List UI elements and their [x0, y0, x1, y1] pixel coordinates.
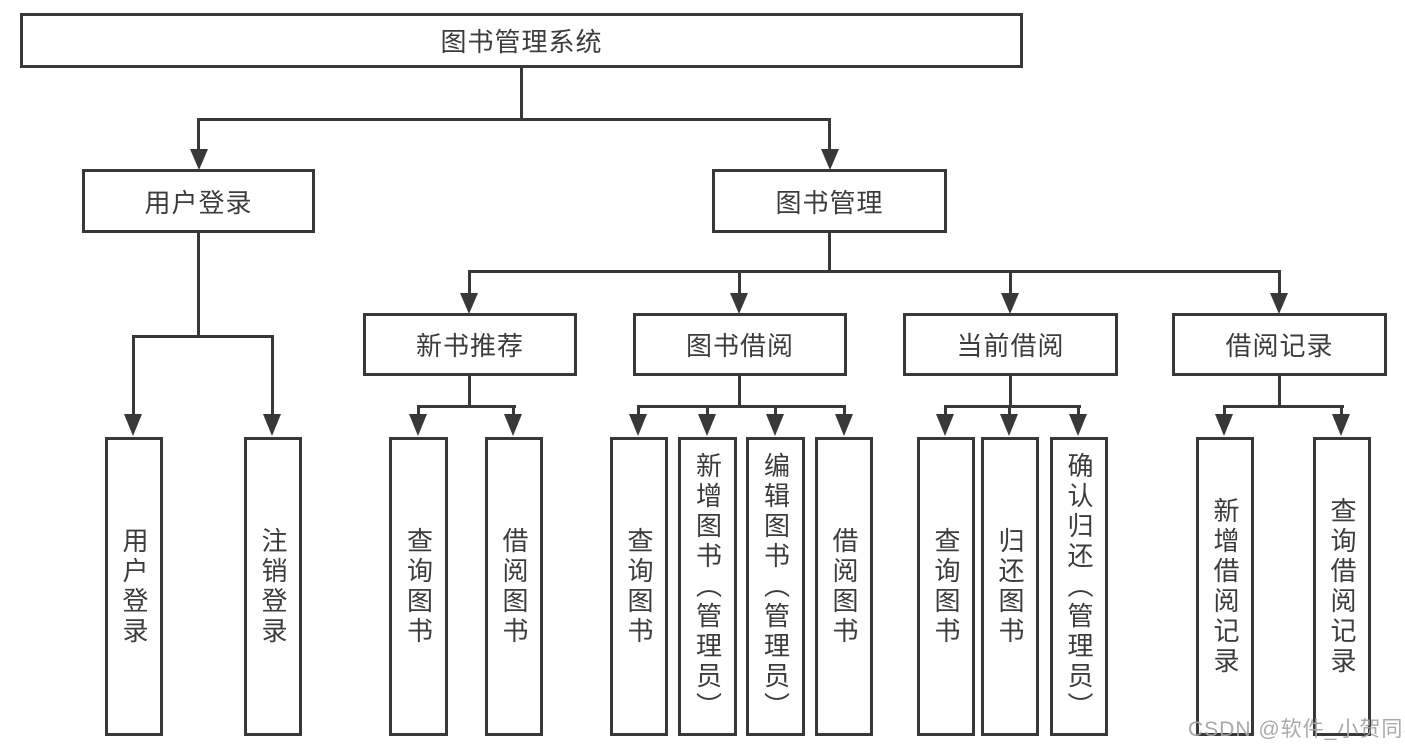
arrowhead-icon	[766, 414, 784, 436]
connector-line	[520, 68, 523, 121]
leaf-recommend-borrow-books-label: 借阅图书	[499, 526, 529, 647]
connector-line	[417, 405, 420, 416]
connector-line	[512, 405, 515, 416]
connector-line	[774, 405, 777, 416]
leaf-recommend-query-books-label: 查询图书	[403, 526, 434, 647]
node-borrow-records: 借阅记录	[1172, 313, 1387, 376]
node-user-login-label: 用户登录	[144, 187, 253, 218]
arrowhead-icon	[409, 414, 427, 436]
connector-line	[468, 270, 1281, 273]
leaf-edit-books-admin: 编辑图书（管理员）	[746, 437, 805, 736]
connector-line	[1223, 405, 1344, 408]
connector-line	[1009, 376, 1012, 407]
connector-line	[468, 270, 471, 295]
arrowhead-icon	[730, 293, 748, 314]
arrowhead-icon	[504, 414, 522, 436]
connector-line	[1009, 270, 1012, 295]
connector-line	[944, 405, 947, 416]
connector-line	[1278, 376, 1281, 407]
connector-line	[132, 335, 135, 417]
node-book-management: 图书管理	[712, 169, 947, 233]
connector-line	[637, 405, 640, 416]
connector-line	[738, 270, 741, 295]
leaf-confirm-return-admin: 确认归还（管理员）	[1050, 437, 1108, 736]
node-user-login: 用户登录	[82, 169, 315, 233]
leaf-query-borrow-record-label: 查询借阅记录	[1327, 496, 1357, 677]
connector-line	[1340, 405, 1343, 416]
connector-line	[417, 405, 516, 408]
arrowhead-icon	[1001, 293, 1019, 314]
leaf-logout-label: 注销登录	[258, 526, 288, 647]
connector-line	[468, 376, 471, 407]
arrowhead-icon	[629, 414, 647, 436]
leaf-add-borrow-record: 新增借阅记录	[1196, 437, 1254, 736]
node-new-book-recommend: 新书推荐	[363, 313, 577, 376]
leaf-return-books: 归还图书	[981, 437, 1039, 736]
connector-line	[1278, 270, 1281, 295]
node-book-borrow: 图书借阅	[633, 313, 847, 376]
arrowhead-icon	[936, 414, 954, 436]
connector-line	[271, 335, 274, 417]
connector-line	[944, 405, 1081, 408]
connector-line	[843, 405, 846, 416]
connector-line	[197, 233, 200, 337]
connector-line	[738, 376, 741, 407]
connector-line	[197, 118, 200, 151]
leaf-logout: 注销登录	[244, 437, 302, 736]
leaf-user-login-label: 用户登录	[119, 526, 149, 647]
arrowhead-icon	[835, 414, 853, 436]
leaf-borrow-query-books-label: 查询图书	[624, 526, 654, 647]
connector-line	[828, 233, 831, 273]
node-root-library-system: 图书管理系统	[20, 13, 1023, 68]
leaf-current-query-books: 查询图书	[917, 437, 975, 736]
node-root-label: 图书管理系统	[440, 27, 603, 57]
arrowhead-icon	[263, 414, 281, 436]
leaf-edit-books-admin-label: 编辑图书（管理员）	[760, 451, 791, 722]
leaf-recommend-borrow-books: 借阅图书	[485, 437, 543, 736]
connector-line	[828, 118, 831, 151]
node-book-borrow-label: 图书借阅	[685, 331, 794, 361]
arrowhead-icon	[460, 293, 478, 314]
leaf-confirm-return-admin-label: 确认归还（管理员）	[1064, 451, 1094, 722]
arrowhead-icon	[190, 149, 208, 170]
leaf-recommend-query-books: 查询图书	[389, 437, 448, 736]
arrowhead-icon	[124, 414, 142, 436]
leaf-current-query-books-label: 查询图书	[931, 526, 961, 647]
node-book-management-label: 图书管理	[775, 187, 884, 218]
arrowhead-icon	[1332, 414, 1350, 436]
arrowhead-icon	[821, 149, 839, 170]
node-borrow-records-label: 借阅记录	[1225, 331, 1334, 361]
csdn-watermark: CSDN @软件_小贺同学	[1188, 718, 1405, 741]
leaf-add-borrow-record-label: 新增借阅记录	[1210, 496, 1240, 677]
connector-line	[1223, 405, 1226, 416]
connector-line	[132, 335, 274, 338]
connector-line	[1077, 405, 1080, 416]
leaf-borrow-books: 借阅图书	[815, 437, 873, 736]
leaf-query-borrow-record: 查询借阅记录	[1313, 437, 1371, 736]
leaf-return-books-label: 归还图书	[995, 526, 1025, 647]
leaf-borrow-books-label: 借阅图书	[829, 526, 859, 647]
leaf-add-books-admin-label: 新增图书（管理员）	[692, 451, 723, 722]
arrowhead-icon	[1000, 414, 1018, 436]
node-current-borrow-label: 当前借阅	[956, 331, 1065, 361]
leaf-add-books-admin: 新增图书（管理员）	[678, 437, 737, 736]
arrowhead-icon	[1270, 293, 1288, 314]
arrowhead-icon	[698, 414, 716, 436]
connector-line	[197, 118, 831, 121]
connector-line	[706, 405, 709, 416]
arrowhead-icon	[1215, 414, 1233, 436]
connector-line	[1008, 405, 1011, 416]
leaf-user-login: 用户登录	[105, 437, 163, 736]
leaf-borrow-query-books: 查询图书	[610, 437, 668, 736]
connector-line	[637, 405, 846, 408]
node-new-book-recommend-label: 新书推荐	[415, 331, 524, 361]
arrowhead-icon	[1069, 414, 1087, 436]
node-current-borrow: 当前借阅	[903, 313, 1118, 376]
